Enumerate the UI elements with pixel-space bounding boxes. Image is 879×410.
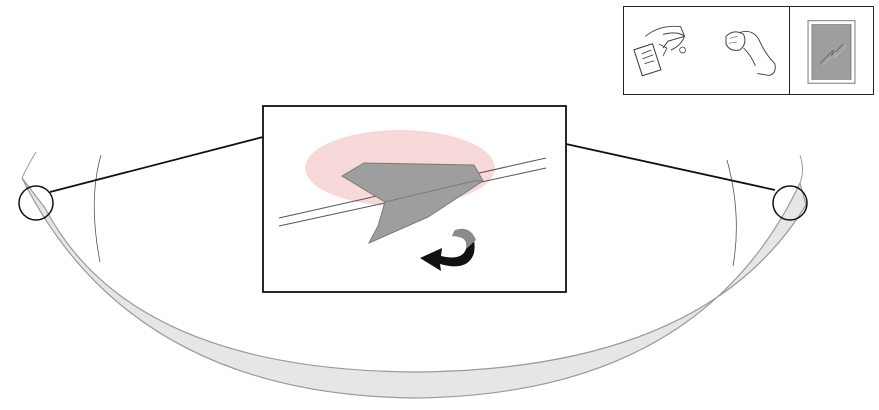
detail-circle-left (18, 185, 54, 221)
curved-strap (21, 151, 807, 399)
callout-line-right (565, 143, 776, 191)
callout-line-left (49, 136, 264, 193)
wipe-clean-icon (725, 30, 776, 76)
detail-inset (262, 105, 567, 293)
step-panel-peel (623, 6, 707, 95)
adhesive-tab (341, 162, 484, 245)
rotate-arrow-icon (420, 229, 475, 271)
step-panel-pad (790, 6, 874, 95)
detail-circle-right (772, 185, 808, 221)
adhesive-pad-icon (807, 20, 856, 84)
step-panel-wipe (706, 6, 790, 95)
peel-backing-icon (633, 25, 686, 77)
